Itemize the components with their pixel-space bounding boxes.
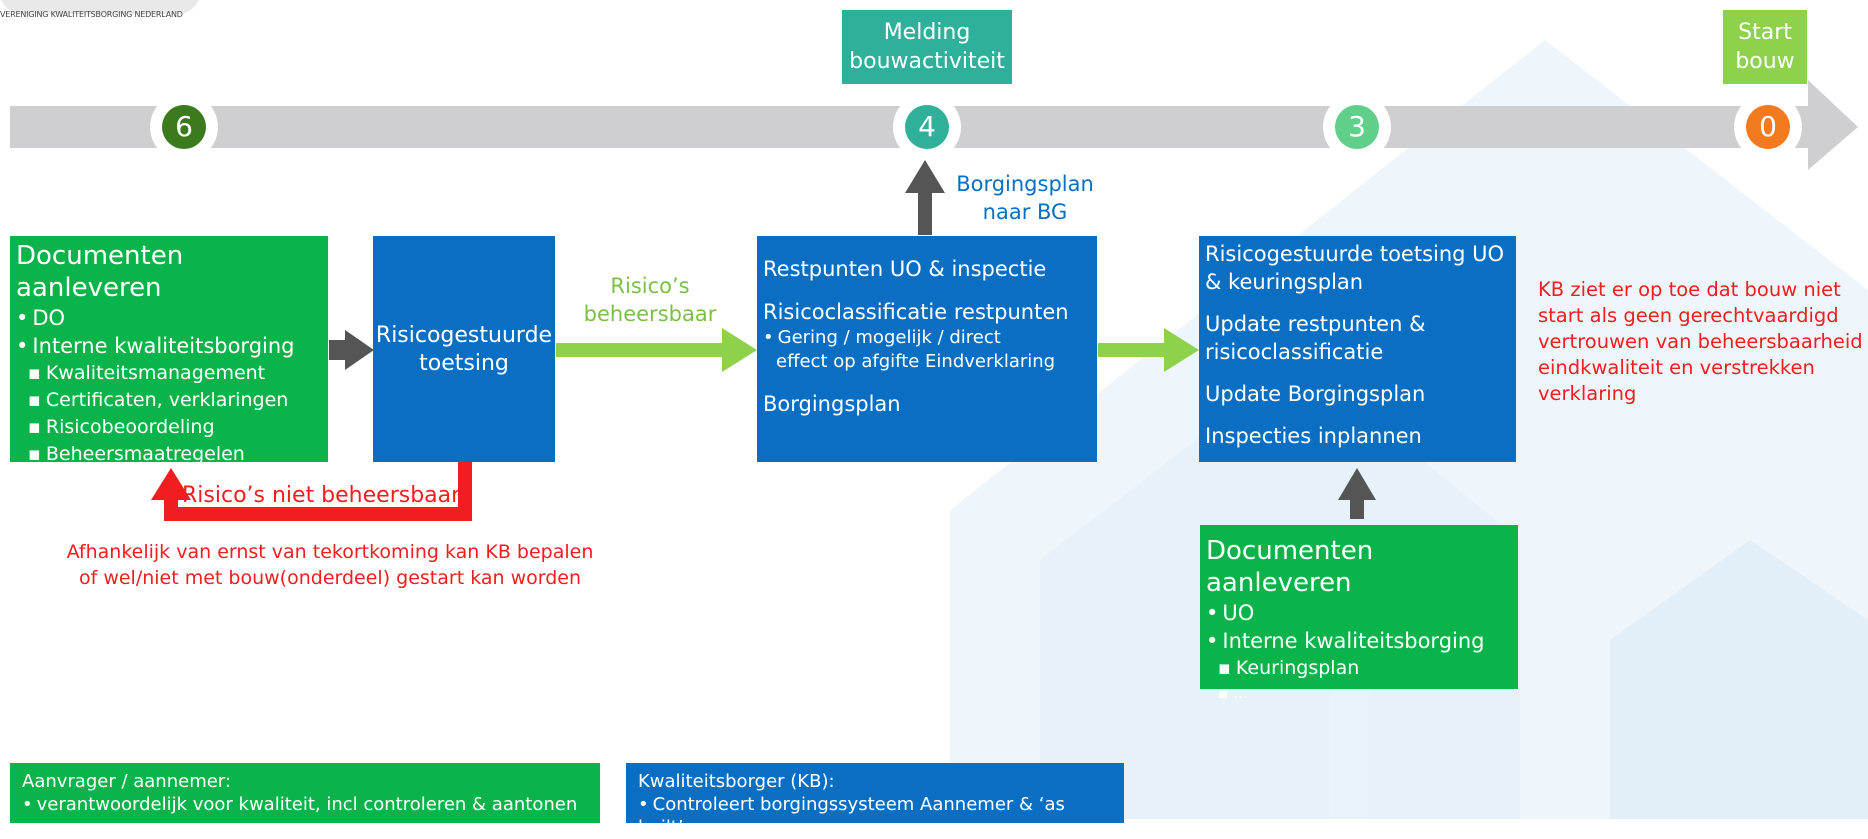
- legend-aanvrager-item: verantwoordelijk voor kwaliteit, incl co…: [22, 793, 588, 816]
- label-borgingsplan-line2: naar BG: [982, 200, 1068, 224]
- timeline-marker-6: 6: [162, 105, 206, 149]
- label-risicos-beheersbaar: Risico’s beheersbaar: [570, 272, 730, 328]
- note-afhankelijk-line1: Afhankelijk van ernst van tekortkoming k…: [66, 541, 594, 563]
- box-docs1-sub-1: Kwaliteitsmanagement: [28, 360, 322, 387]
- note-kb-line1: KB ziet er op toe dat bouw niet: [1538, 278, 1841, 301]
- logo-mark: [0, 0, 200, 14]
- box-toetsing-line2: toetsing: [419, 351, 509, 376]
- box-uo-line1a: Risicogestuurde toetsing UO: [1205, 242, 1505, 266]
- logo: VERENIGING KWALITEITSBORGING NEDERLAND: [0, 0, 230, 40]
- note-kb-line5: verklaring: [1538, 382, 1637, 405]
- box-uo-line3: Update Borgingsplan: [1205, 382, 1426, 406]
- box-restpunten-line2: Risicoclassificatie restpunten: [763, 300, 1069, 324]
- legend-kb-item: Controleert borgingssysteem Aannemer & ‘…: [638, 793, 1112, 839]
- box-restpunten-sub2: effect op afgifte Eindverklaring: [776, 351, 1056, 372]
- box-docs1-sub-4: Beheersmaatregelen: [28, 441, 322, 468]
- legend-kb-title: Kwaliteitsborger (KB):: [638, 771, 835, 792]
- box-documenten-aanleveren-2: Documenten aanleveren UO Interne kwalite…: [1200, 525, 1518, 702]
- note-kb-line4: eindkwaliteit en verstrekken: [1538, 356, 1815, 379]
- note-kb-line3: vertrouwen van beheersbaarheid: [1538, 330, 1863, 353]
- box-restpunten-line3: Borgingsplan: [763, 392, 901, 416]
- milestone-melding-bouwactiviteit: Melding bouwactiviteit: [842, 10, 1012, 84]
- box-restpunten-sub1: Gering / mogelijk / direct: [763, 326, 1091, 350]
- label-borgingsplan-line1: Borgingsplan: [956, 172, 1094, 196]
- box-uo-line4: Inspecties inplannen: [1205, 424, 1422, 448]
- milestone-melding-line1: Melding: [883, 20, 971, 45]
- box-docs1-title: Documenten aanleveren: [16, 241, 184, 303]
- timeline-marker-3: 3: [1335, 105, 1379, 149]
- box-restpunten-line1: Restpunten UO & inspectie: [763, 257, 1047, 281]
- box-docs1-sub-5: …: [28, 468, 322, 490]
- milestone-start-line2: bouw: [1735, 49, 1795, 74]
- box-uo-line2a: Update restpunten &: [1205, 312, 1426, 336]
- timeline-marker-4: 4: [905, 105, 949, 149]
- note-afhankelijk: Afhankelijk van ernst van tekortkoming k…: [20, 539, 640, 591]
- note-kb-ziet-toe: KB ziet er op toe dat bouw niet start al…: [1538, 277, 1863, 407]
- box-docs1-sub-2: Certificaten, verklaringen: [28, 387, 322, 414]
- legend-aanvrager-aannemer: Aanvrager / aannemer: verantwoordelijk v…: [10, 763, 600, 823]
- milestone-melding-line2: bouwactiviteit: [849, 49, 1005, 74]
- milestone-start-bouw: Start bouw: [1723, 10, 1807, 84]
- box-uo-line1b: & keuringsplan: [1205, 270, 1364, 294]
- box-docs1-item-ikb: Interne kwaliteitsborging: [16, 332, 322, 360]
- box-docs1-sub-3: Risicobeoordeling: [28, 414, 322, 441]
- label-risicos-niet-beheersbaar: Risico’s niet beheersbaar: [182, 483, 461, 508]
- timeline-marker-0: 0: [1746, 105, 1790, 149]
- box-docs1-item-do: DO: [16, 304, 322, 332]
- box-restpunten-uo-inspectie: Restpunten UO & inspectie Risicoclassifi…: [757, 236, 1097, 462]
- box-toetsing-line1: Risicogestuurde: [375, 323, 553, 348]
- box-docs2-item-uo: UO: [1206, 599, 1512, 627]
- label-beheersbaar-line2: beheersbaar: [583, 302, 717, 326]
- box-risicogestuurde-toetsing-uo: Risicogestuurde toetsing UO & keuringspl…: [1199, 236, 1516, 462]
- legend-aanvrager-title: Aanvrager / aannemer:: [22, 771, 231, 792]
- note-kb-line2: start als geen gerechtvaardigd: [1538, 304, 1839, 327]
- box-risicogestuurde-toetsing: Risicogestuurde toetsing: [373, 236, 555, 462]
- box-documenten-aanleveren-1: Documenten aanleveren DO Interne kwalite…: [10, 236, 328, 488]
- label-beheersbaar-line1: Risico’s: [610, 274, 690, 298]
- logo-caption: VERENIGING KWALITEITSBORGING NEDERLAND: [0, 10, 183, 19]
- box-uo-line2b: risicoclassificatie: [1205, 340, 1384, 364]
- label-borgingsplan-naar-bg: Borgingsplan naar BG: [930, 170, 1120, 226]
- legend-kwaliteitsborger: Kwaliteitsborger (KB): Controleert borgi…: [626, 763, 1124, 838]
- box-docs2-sub-1: Keuringsplan: [1218, 655, 1512, 682]
- box-docs2-item-ikb: Interne kwaliteitsborging: [1206, 627, 1512, 655]
- note-afhankelijk-line2: of wel/niet met bouw(onderdeel) gestart …: [78, 567, 582, 589]
- milestone-start-line1: Start: [1738, 20, 1792, 45]
- box-docs2-title: Documenten aanleveren: [1206, 536, 1374, 598]
- box-docs2-sub-2: …: [1218, 682, 1512, 704]
